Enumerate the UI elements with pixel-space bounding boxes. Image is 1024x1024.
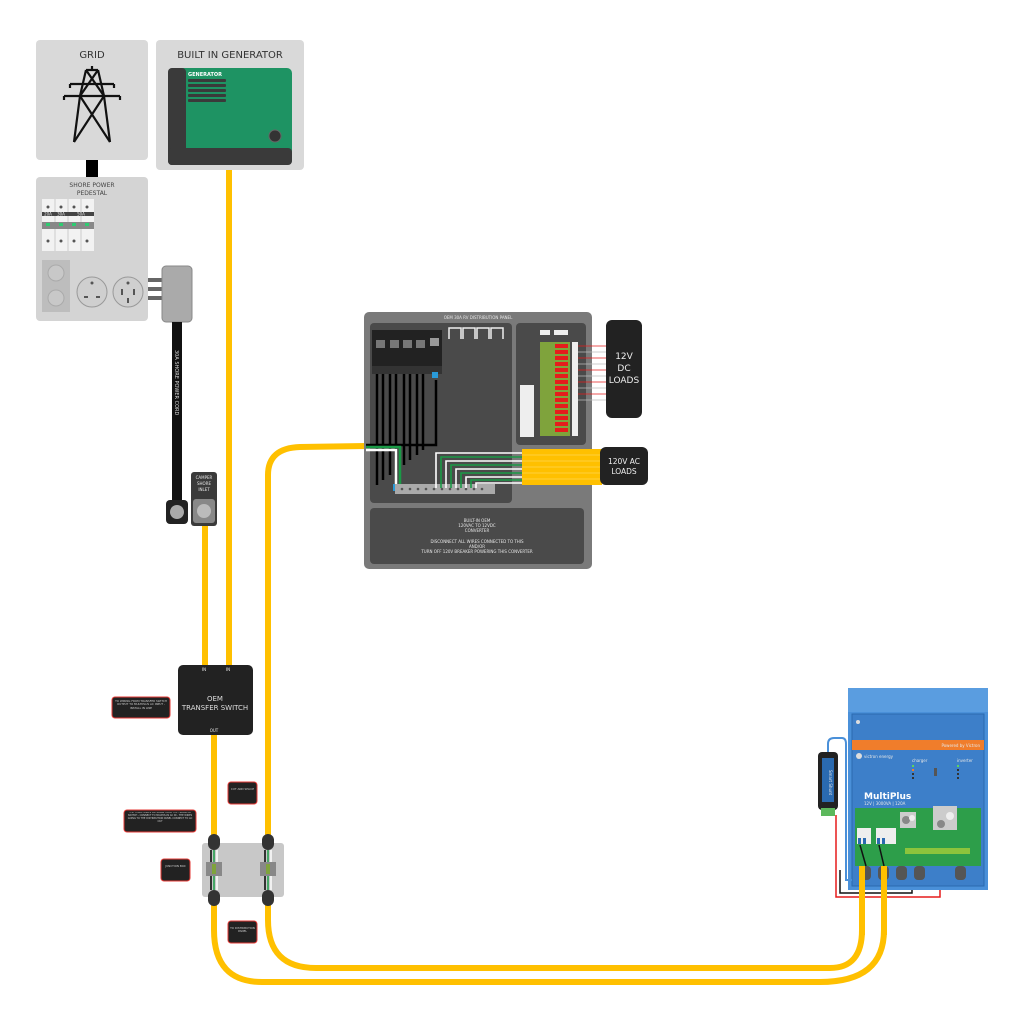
shore-cord-label: 30A SHORE POWER CORD bbox=[173, 350, 179, 415]
transfer-label-line1: OEM bbox=[207, 695, 223, 703]
generator-vent-slots bbox=[188, 79, 226, 102]
ac-cables bbox=[202, 162, 887, 985]
ac-loads-line2: LOADS bbox=[611, 467, 637, 476]
ac-in-cable bbox=[211, 857, 887, 985]
multiplus-brand: victron energy bbox=[864, 754, 894, 759]
inverter-leds bbox=[957, 765, 959, 779]
multiplus-banner-text: Powered by Victron bbox=[941, 743, 980, 748]
junction-box bbox=[202, 834, 284, 906]
junction-gland-left bbox=[208, 834, 220, 906]
50a-receptacle-icon bbox=[112, 276, 144, 308]
multiplus-terminal-board bbox=[855, 808, 981, 866]
grid-source: GRID bbox=[36, 40, 148, 160]
shore-power-cord: 30A SHORE POWER CORD bbox=[166, 322, 188, 524]
converter-label-line1: BUILT-IN OEM bbox=[464, 518, 491, 523]
ac-breakers bbox=[372, 330, 442, 374]
note-ac-out-text: TO DISTRIBUTION PANEL bbox=[230, 927, 255, 934]
inlet-label-line2: SHORE bbox=[197, 481, 211, 486]
note-cut-text: CUT AND SPLICE bbox=[230, 788, 255, 791]
victron-multiplus: Powered by Victron victron energy charge… bbox=[818, 688, 988, 898]
converter-breaker-blue-tag bbox=[432, 372, 438, 378]
breaker-label-50a: 50A bbox=[77, 212, 85, 217]
note-splice: THE THREE WIRES ENTERING FROM THE TRANSF… bbox=[123, 809, 197, 833]
multiplus-inverter-label: inverter bbox=[957, 758, 973, 763]
dc-load-wires bbox=[578, 345, 608, 401]
inlet-label-line1: CAMPER bbox=[196, 475, 213, 480]
converter-warning-line1: DISCONNECT ALL WIRES CONNECTED TO THIS bbox=[430, 539, 524, 544]
shore-power-plug bbox=[148, 265, 193, 323]
built-in-generator: BUILT IN GENERATOR GENERATOR bbox=[156, 40, 304, 170]
generator-panel-label: GENERATOR bbox=[188, 72, 222, 78]
junction-gland-right bbox=[262, 834, 274, 906]
converter-label-line3: CONVERTER bbox=[465, 528, 490, 533]
breaker-label-20a: 20A bbox=[44, 212, 52, 217]
ac-loads-line1: 120V AC bbox=[608, 457, 640, 466]
camper-shore-inlet: CAMPER SHORE INLET bbox=[191, 472, 217, 526]
power-tower-icon bbox=[62, 66, 122, 143]
ac-out-cable bbox=[265, 857, 865, 971]
panel-feed-wires bbox=[366, 445, 402, 490]
neutral-ground-bus bbox=[395, 484, 495, 494]
note-transfer: TO WIRING FROM TRANSFER SWITCH OUTPUT TO… bbox=[111, 696, 171, 719]
note-cut: CUT AND SPLICE bbox=[227, 781, 258, 805]
shore-power-pedestal: SHORE POWER PEDESTAL 20A 30A 50A bbox=[36, 177, 148, 321]
pedestal-outlets bbox=[42, 260, 144, 312]
multiplus-mode-switch bbox=[934, 768, 937, 776]
oem-transfer-switch: IN IN OEM TRANSFER SWITCH OUT bbox=[178, 665, 253, 735]
note-junction: JUNCTION BOX bbox=[160, 858, 191, 882]
pedestal-breakers: 20A 30A 50A bbox=[42, 199, 94, 251]
victron-logo-icon bbox=[856, 753, 862, 759]
panel-title: OEM 30A RV DISTRIBUTION PANEL bbox=[444, 315, 513, 320]
dc-loads-line2: DC bbox=[617, 364, 630, 374]
generator-title: BUILT IN GENERATOR bbox=[177, 50, 283, 61]
panel-main-breaker-bus bbox=[448, 327, 504, 339]
generator-start-knob-icon bbox=[268, 129, 282, 143]
panel-feed-cable-upper bbox=[265, 443, 369, 843]
dc-loads-line1: 12V bbox=[615, 352, 633, 362]
charger-leds bbox=[912, 765, 914, 779]
panel-hot-wires bbox=[366, 374, 438, 485]
multiplus-charger-label: charger bbox=[912, 758, 928, 763]
grid-feed-wire bbox=[86, 160, 98, 178]
shunt-label: Smart Shunt bbox=[828, 770, 833, 796]
transfer-out-label: OUT bbox=[210, 728, 219, 733]
ac-out-terminal bbox=[876, 828, 896, 844]
inlet-label-line3: INLET bbox=[198, 487, 210, 492]
converter-label-line2: 120VAC TO 12VDC bbox=[458, 523, 496, 528]
dc-fuse-block bbox=[520, 330, 578, 437]
ve-direct-cable bbox=[827, 737, 852, 881]
note-transfer-text: TO WIRING FROM TRANSFER SWITCH OUTPUT TO… bbox=[115, 700, 167, 710]
transfer-label-line2: TRANSFER SWITCH bbox=[181, 704, 248, 712]
transfer-in1-label: IN bbox=[202, 667, 206, 672]
ac-branch-wires bbox=[435, 452, 522, 488]
transfer-in2-label: IN bbox=[226, 667, 230, 672]
ac-loads-box: 120V AC LOADS bbox=[600, 447, 648, 485]
pedestal-title-line2: PEDESTAL bbox=[77, 190, 108, 197]
multiplus-spec: 12V | 3000VA | 120A bbox=[864, 801, 906, 806]
oem-distribution-panel: OEM 30A RV DISTRIBUTION PANEL bbox=[364, 312, 592, 569]
converter-warning-line2: AND/OR bbox=[469, 544, 485, 549]
dc-loads-box: 12V DC LOADS bbox=[606, 320, 642, 418]
breaker-label-30a: 30A bbox=[57, 212, 65, 217]
dc-loads-line3: LOADS bbox=[609, 376, 640, 386]
multiplus-orange-banner bbox=[852, 740, 984, 750]
multiplus-model: MultiPlus bbox=[864, 792, 911, 802]
grid-title: GRID bbox=[79, 50, 105, 61]
note-splice-text: THE THREE WIRES ENTERING FROM THE TRANSF… bbox=[127, 812, 193, 823]
tt30-receptacle-icon bbox=[76, 276, 108, 308]
note-ac-out: TO DISTRIBUTION PANEL bbox=[227, 920, 258, 944]
smart-shunt: Smart Shunt bbox=[818, 752, 838, 816]
converter-warning-line3: TURN OFF 120V BREAKER POWERING THIS CONV… bbox=[420, 549, 533, 554]
note-junction-text: JUNCTION BOX bbox=[165, 865, 186, 868]
pedestal-title-line1: SHORE POWER bbox=[69, 182, 114, 189]
